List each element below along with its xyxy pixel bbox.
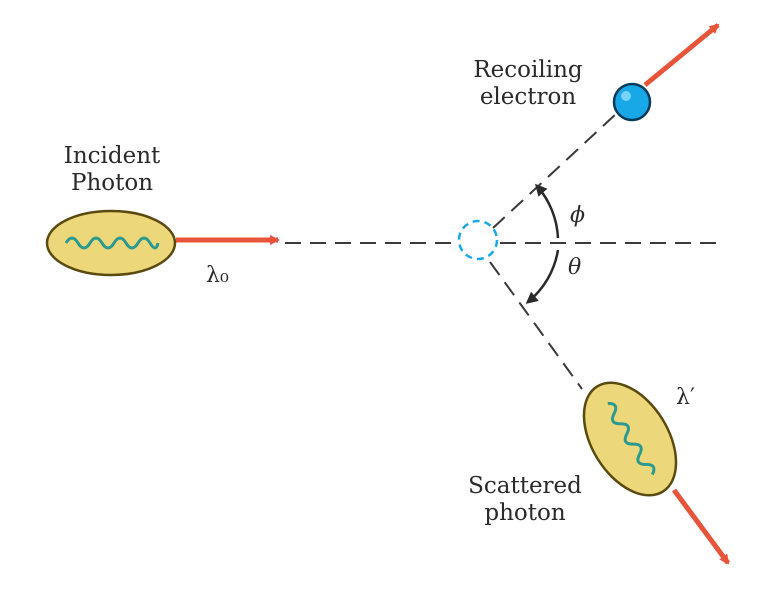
electron-recoil-arrow	[643, 23, 720, 87]
theta-angle-arc	[525, 249, 560, 304]
theta-symbol: θ	[568, 255, 582, 280]
incident-label-line-2: Photon	[70, 170, 154, 196]
lambda-zero-symbol: λ₀	[206, 263, 229, 288]
incident-label-line-1: Incident	[63, 143, 161, 169]
scattered-label-line-1: Scattered	[468, 473, 582, 499]
electron-path-dashed-line	[492, 112, 618, 229]
scattered-label-line-2: photon	[484, 500, 566, 526]
recoiling-electron-sphere	[612, 82, 652, 122]
target-electron-circle	[457, 219, 499, 261]
scattered-photon-label: Scattered photon	[455, 473, 595, 527]
incident-wave-icon	[64, 236, 160, 250]
incident-photon-ellipse	[45, 209, 177, 277]
phi-angle-arc	[535, 183, 560, 239]
scattered-photon-group	[582, 381, 678, 497]
lambda-prime-symbol: λ′	[676, 385, 695, 410]
scattered-photon-arrow	[671, 488, 731, 565]
phi-symbol: ϕ	[570, 203, 585, 228]
electron-label-line-1: Recoiling	[473, 57, 583, 83]
scattered-photon-path-dashed-line	[489, 261, 583, 390]
incident-photon-label: Incident Photon	[52, 143, 172, 197]
scattered-wave-icon	[607, 401, 656, 476]
recoiling-electron-label: Recoiling electron	[458, 57, 598, 111]
electron-highlight	[621, 91, 631, 101]
electron-label-line-2: electron	[479, 84, 577, 110]
